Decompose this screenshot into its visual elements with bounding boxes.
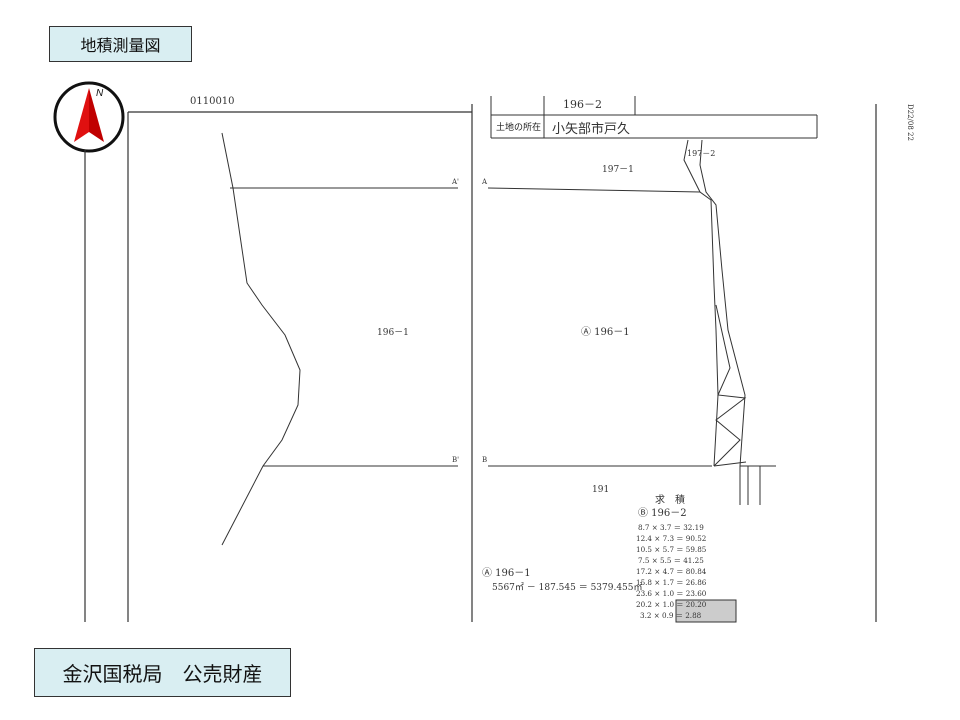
- area-calc-row: 17.2 × 4.7 ＝ 80.84: [636, 567, 707, 576]
- parcel-north: 197－1: [602, 165, 634, 175]
- area-calc-row: 3.2 × 0.9 ＝ 2.88: [640, 611, 702, 620]
- formula-lot: Ⓐ 196－1: [482, 567, 531, 579]
- area-calc-row: 7.5 × 5.5 ＝ 41.25: [638, 556, 704, 565]
- area-calc-row: 12.4 × 7.3 ＝ 90.52: [636, 534, 706, 543]
- location-value: 小矢部市戸久: [552, 121, 630, 137]
- north-arrow-icon: N: [53, 81, 125, 153]
- lot-top: 196－2: [563, 98, 602, 111]
- area-calc-lot: Ⓑ 196－2: [638, 507, 687, 519]
- footer-label: 金沢国税局 公売財産: [34, 648, 291, 697]
- page-title: 地積測量図: [49, 26, 192, 62]
- area-calc-row: 20.2 × 1.0 ＝ 20.20: [636, 600, 707, 609]
- area-calc-row: 10.5 × 5.7 ＝ 59.85: [636, 545, 707, 554]
- formula-expression: 5567㎡ － 187.545 ＝ 5379.455㎡: [492, 582, 643, 593]
- parcel-south: 191: [592, 485, 609, 495]
- area-calc-row: 23.6 × 1.0 ＝ 23.60: [636, 589, 707, 598]
- area-calc-row: 8.7 × 3.7 ＝ 32.19: [638, 523, 704, 532]
- parcel-north-small: 197－2: [687, 149, 715, 158]
- parcel-main-right: Ⓐ 196－1: [581, 326, 630, 338]
- point-b-prime: B': [452, 456, 459, 464]
- compass-letter: N: [96, 88, 104, 99]
- footer-label-text: 金沢国税局 公売財産: [62, 662, 263, 686]
- side-note: D22/08 22: [906, 104, 914, 141]
- area-calc-rows: 8.7 × 3.7 ＝ 32.19 12.4 × 7.3 ＝ 90.52 10.…: [636, 523, 707, 620]
- sheet-code: 0110010: [190, 96, 235, 107]
- location-label: 土地の所在: [496, 121, 541, 133]
- area-calc-row: 15.8 × 1.7 ＝ 26.86: [636, 578, 707, 587]
- point-a: A: [481, 178, 488, 186]
- point-a-prime: A': [451, 178, 459, 186]
- area-calc-heading: 求 積: [655, 493, 685, 506]
- parcel-main-left: 196－1: [377, 328, 409, 338]
- page-title-text: 地積測量図: [80, 36, 161, 55]
- point-b: B: [482, 456, 487, 464]
